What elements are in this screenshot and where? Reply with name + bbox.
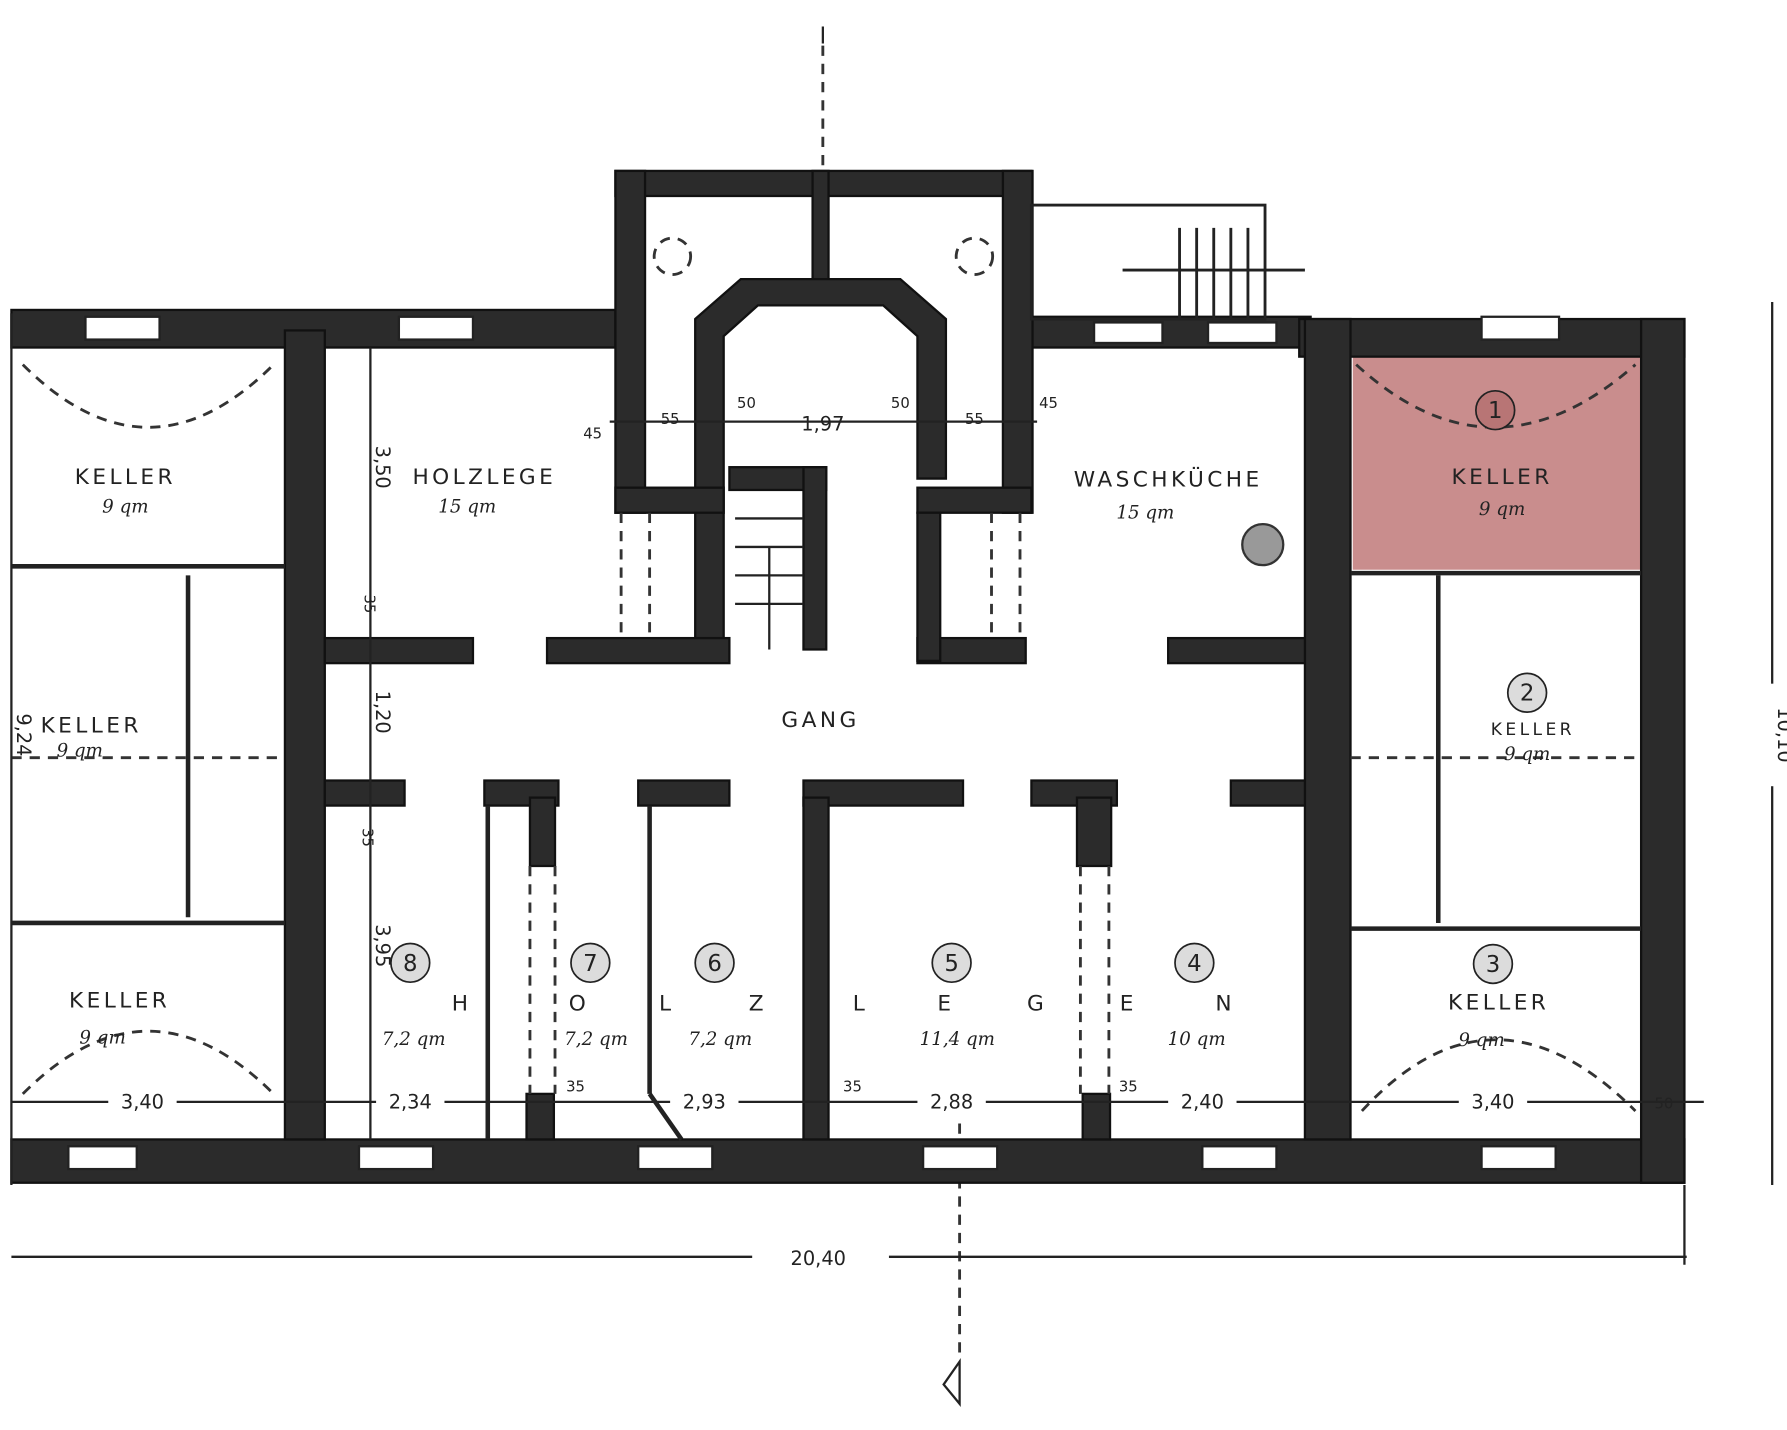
dimension-lines xyxy=(10,301,1774,1265)
holzlegen-letter: G xyxy=(1027,992,1047,1017)
holzlegen-letter: E xyxy=(1120,992,1137,1017)
room-label: KELLER xyxy=(69,988,170,1013)
room-area: 9 qm xyxy=(1458,1030,1504,1051)
unit-area: 11,4 qm xyxy=(920,1029,995,1050)
room-labels: KELLER 9 qm HOLZLEGE 15 qm WASCHKÜCHE 15… xyxy=(41,465,1575,1051)
unit-number: 6 xyxy=(707,951,722,977)
room-number: 3 xyxy=(1486,952,1501,978)
holzlegen-letter: N xyxy=(1215,992,1235,1017)
holzlegen-letter: L xyxy=(659,992,674,1017)
room-label: HOLZLEGE xyxy=(412,465,556,490)
unit-number: 4 xyxy=(1187,951,1202,977)
room-area: 15 qm xyxy=(1116,502,1174,523)
room-label: KELLER xyxy=(41,714,142,739)
bottom-dimension: 3,40 xyxy=(1471,1091,1514,1114)
unit-area: 7,2 qm xyxy=(688,1029,752,1050)
dimension-holzlege-depth: 3,50 xyxy=(371,446,394,489)
bottom-dimension: 2,88 xyxy=(930,1091,973,1114)
bottom-dimension: 35 xyxy=(843,1079,862,1096)
stair-dimension: 55 xyxy=(661,411,680,428)
dimension-total-depth: 10,10 xyxy=(1773,707,1787,762)
inner-walls xyxy=(323,511,1307,1141)
dimension-total-width: 20,40 xyxy=(791,1247,846,1270)
room-label: KELLER xyxy=(75,465,176,490)
dimension-gang-width: 1,20 xyxy=(371,691,394,734)
dimension-left-depth: 9,24 xyxy=(12,713,35,756)
section-marker-top: I xyxy=(819,23,826,49)
outside-stair xyxy=(1029,203,1305,321)
unit-area: 7,2 qm xyxy=(564,1029,628,1050)
stair-dimension: 45 xyxy=(583,426,602,443)
unit-number: 7 xyxy=(583,951,598,977)
unit-number-circle xyxy=(570,942,611,984)
bottom-dimension: 35 xyxy=(566,1079,585,1096)
bottom-dimension: 2,34 xyxy=(389,1091,432,1114)
unit-number-circle xyxy=(694,942,735,984)
dimension-small: 35 xyxy=(358,828,375,847)
room-number: 2 xyxy=(1520,681,1535,707)
room-area: 9 qm xyxy=(79,1028,125,1049)
bottom-dimension: 2,40 xyxy=(1181,1091,1224,1114)
room-area: 9 qm xyxy=(1479,499,1525,520)
unit-area: 10 qm xyxy=(1168,1029,1226,1050)
holzlegen-letter: O xyxy=(569,992,589,1017)
bottom-dimension: 35 xyxy=(1119,1079,1138,1096)
holzlegen-letter: Z xyxy=(749,992,767,1017)
room-numbers: 1 2 3 8 7,2 qm 7 7,2 qm 6 7,2 qm 5 11,4 qm 4 10 q… xyxy=(382,389,1548,1050)
stair-dimension: 1,97 xyxy=(801,413,844,436)
partitions xyxy=(11,363,1642,1141)
unit-number: 5 xyxy=(944,951,959,977)
room-label: WASCHKÜCHE xyxy=(1074,467,1263,493)
stair-dimension: 55 xyxy=(965,411,984,428)
room-label: KELLER xyxy=(1491,720,1575,740)
stair-dimension: 50 xyxy=(891,395,910,412)
unit-number-circle xyxy=(390,942,431,984)
highlighted-room-keller-1[interactable] xyxy=(1352,356,1642,570)
holzlegen-letter: H xyxy=(452,992,472,1017)
holzlegen-letter: L xyxy=(853,992,868,1017)
room-area: 9 qm xyxy=(102,497,148,518)
room-label: KELLER xyxy=(1451,465,1552,490)
windows xyxy=(67,315,1561,1171)
holzlegen-letter: E xyxy=(937,992,954,1017)
dimension-small: 35 xyxy=(361,594,378,613)
stair-tower xyxy=(614,169,1034,651)
unit-area: 7,2 qm xyxy=(382,1029,446,1050)
bottom-dimension: 3,40 xyxy=(121,1091,164,1114)
room-area: 15 qm xyxy=(438,497,496,518)
stair-dimension: 50 xyxy=(737,395,756,412)
room-label: KELLER xyxy=(1448,991,1549,1016)
bottom-dimension: 2,93 xyxy=(683,1091,726,1114)
stair-dimension: 45 xyxy=(1039,395,1058,412)
unit-number-circle xyxy=(1174,942,1215,984)
bottom-dimension: 50 xyxy=(1654,1096,1673,1113)
room-area: 9 qm xyxy=(57,741,103,762)
unit-number: 8 xyxy=(403,951,418,977)
room-label: GANG xyxy=(781,708,859,733)
room-area: 9 qm xyxy=(1504,744,1550,765)
unit-number-circle xyxy=(931,942,972,984)
room-number: 1 xyxy=(1488,398,1503,424)
section-marker-bottom-icon xyxy=(942,1358,961,1407)
dimension-labels: 20,40 10,10 9,24 3,50 35 1,20 35 3,95 45… xyxy=(12,395,1787,1272)
dimension-holzlegen-depth: 3,95 xyxy=(371,924,394,967)
